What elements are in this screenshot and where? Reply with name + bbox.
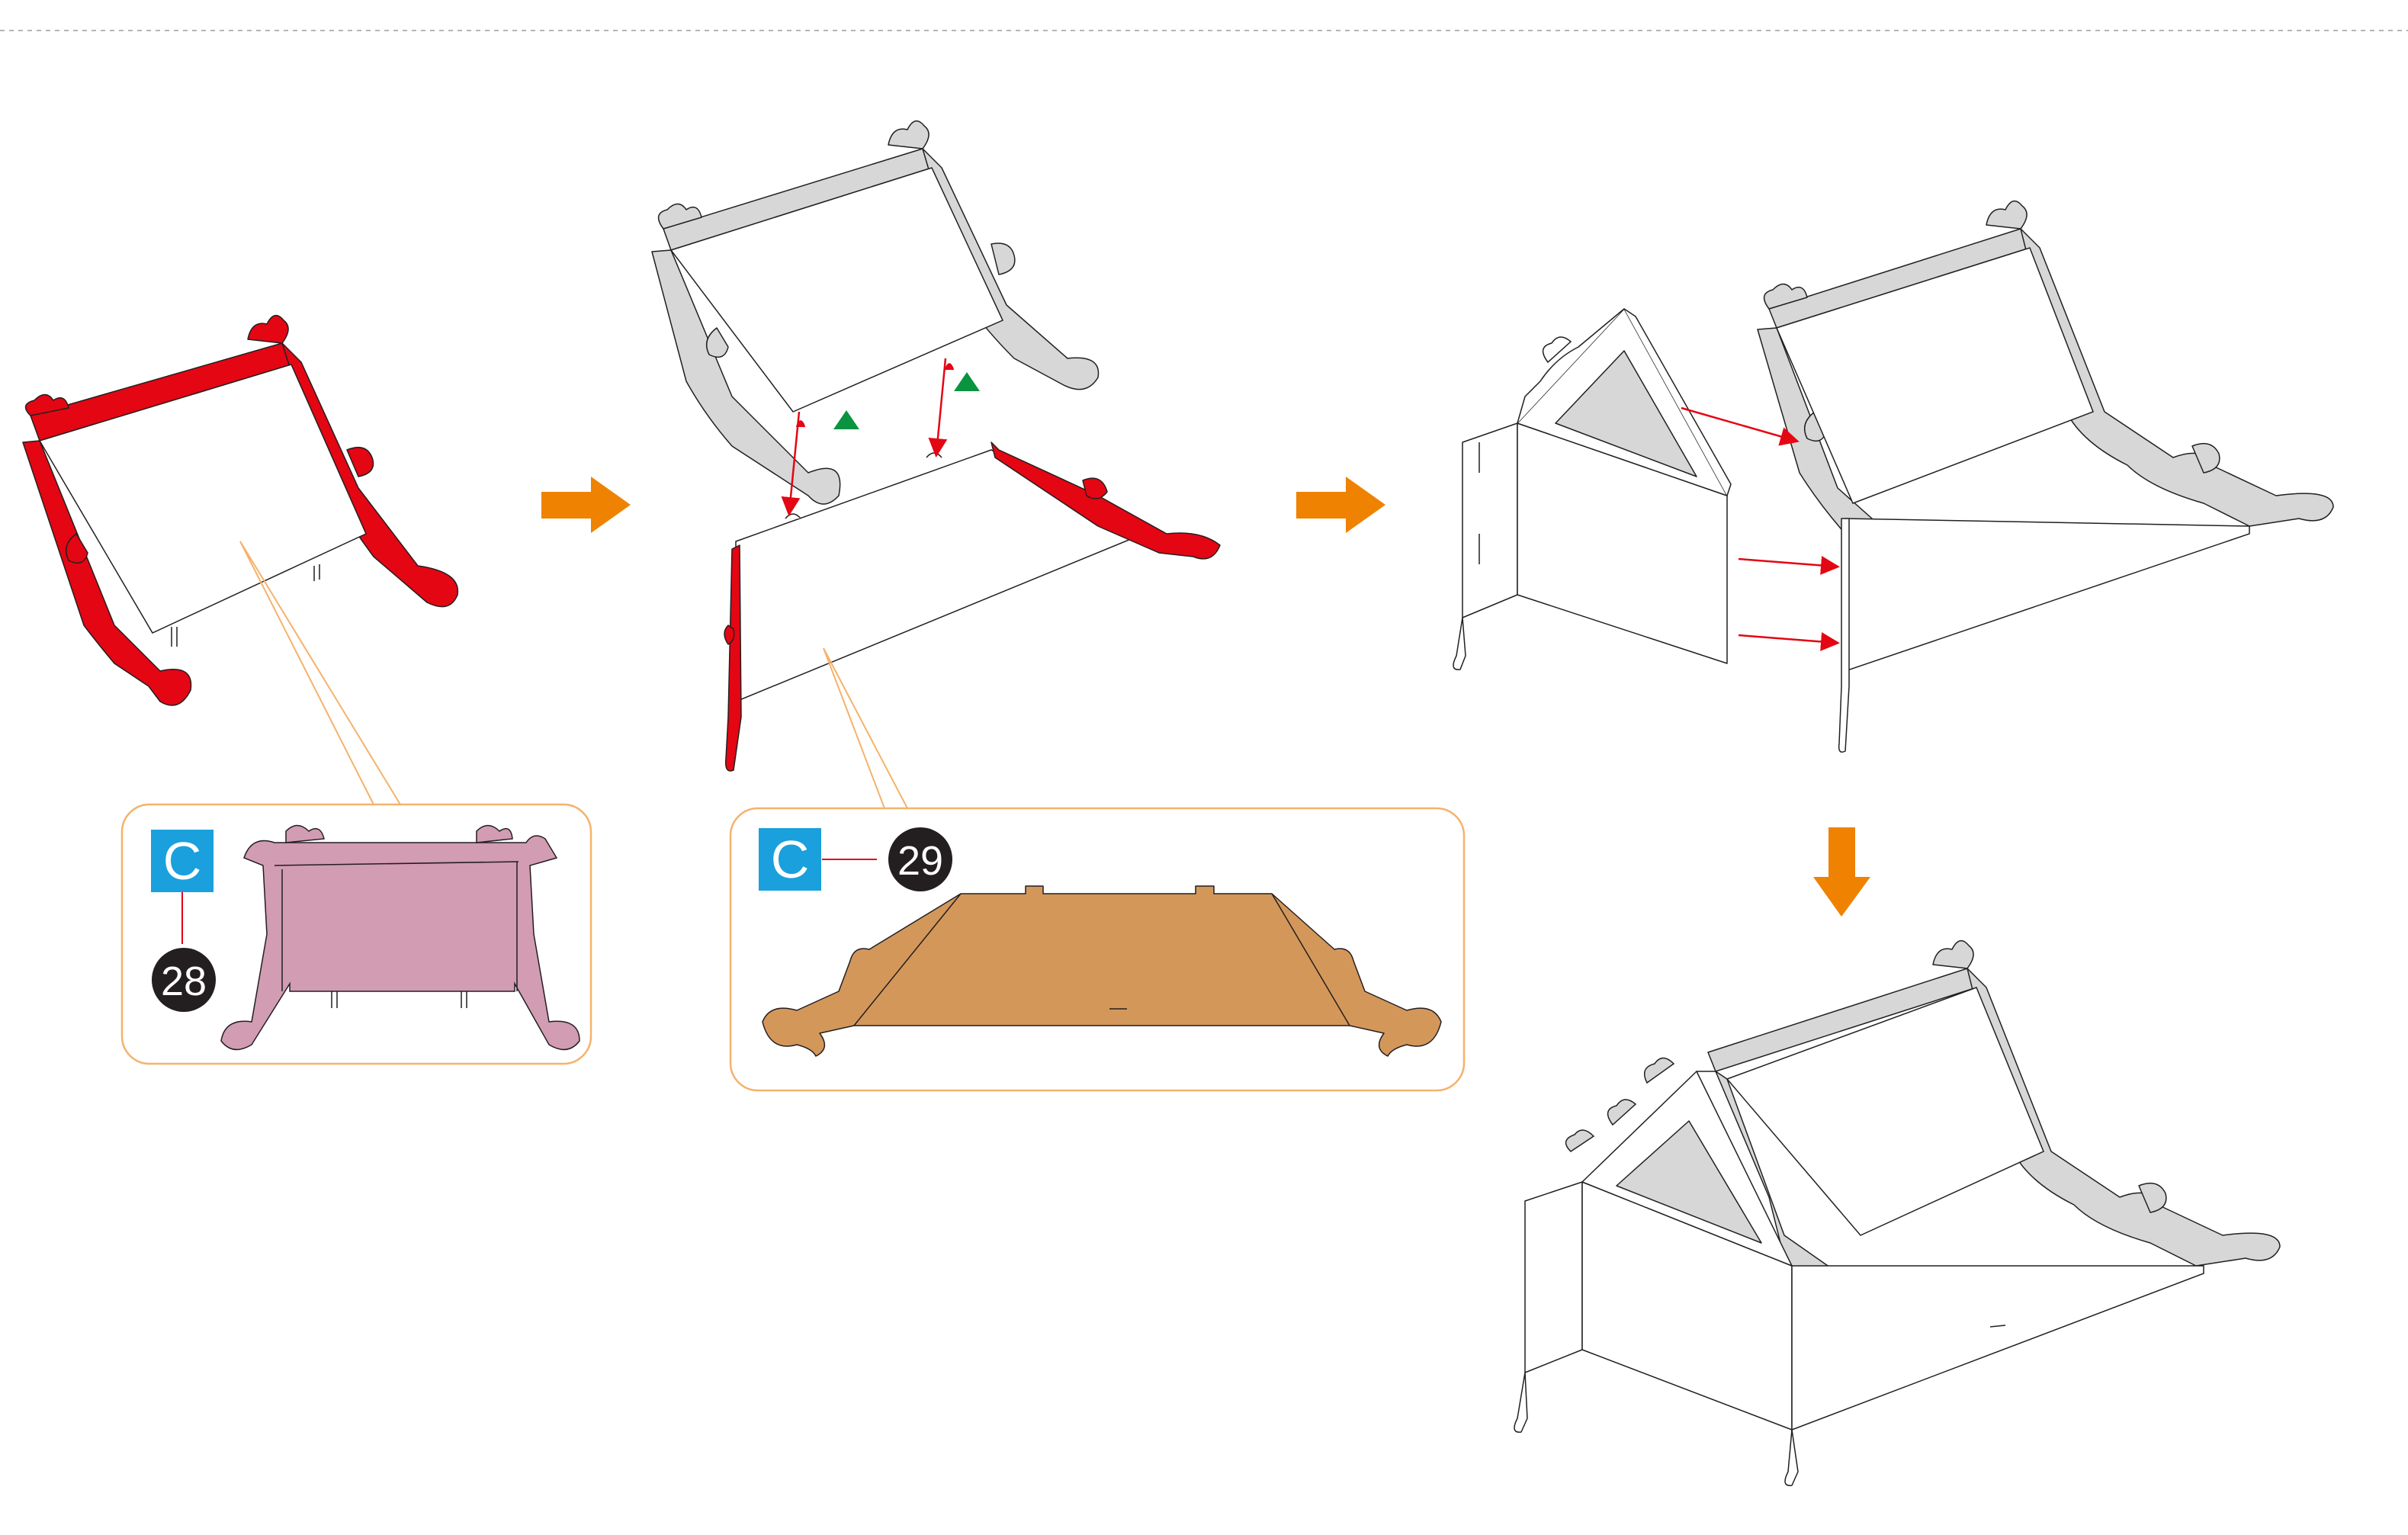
alignment-marker-left [833,410,859,429]
step3-house-front [1453,309,1731,670]
alignment-marker-right [954,372,980,391]
step4-house-front [1514,1071,1798,1485]
part-number: 28 [161,959,207,1004]
callout1-pointer [240,541,400,804]
callout2-pointer [824,648,907,808]
step3-side-edge [1839,519,1849,752]
sheet-letter: C [163,831,202,891]
step-arrow-down [1813,827,1870,917]
step-arrow-right-2 [1296,477,1385,533]
step-arrow-right-1 [541,477,631,533]
sheet-letter-2: C [771,830,810,889]
part-number-2: 29 [897,838,943,884]
